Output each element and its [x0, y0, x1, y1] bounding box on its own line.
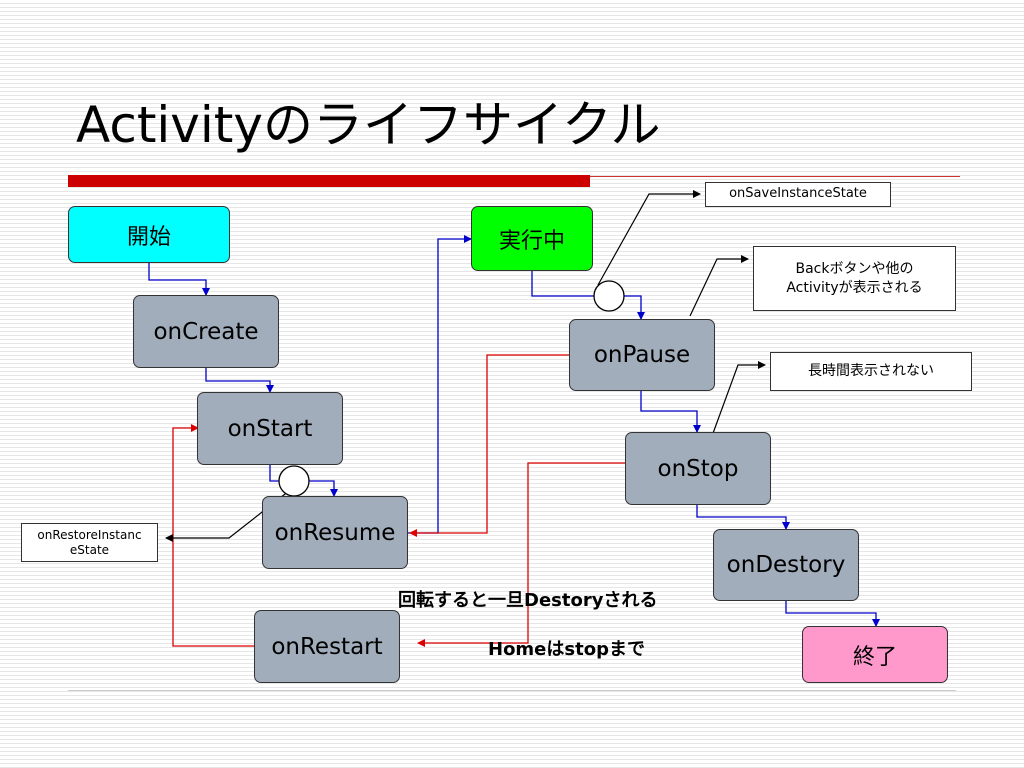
node-start: 開始 [68, 206, 230, 263]
node-end: 終了 [802, 626, 948, 683]
leader-not-visible [711, 361, 766, 437]
arrow-onpause-to-onstop [640, 391, 701, 433]
node-running: 実行中 [471, 206, 593, 271]
callout-restore-line2: eState [69, 542, 110, 557]
arrow-onpause-to-onresume [409, 354, 569, 537]
footer-rule [68, 690, 956, 691]
callout-back-button: Backボタンや他の Activityが表示される [753, 246, 956, 311]
node-oncreate: onCreate [133, 295, 279, 368]
callout-not-visible: 長時間表示されない [770, 352, 972, 391]
arrow-onstop-to-ondestroy [696, 505, 790, 530]
callout-back-button-line1: Backボタンや他の [795, 261, 914, 278]
node-onpause: onPause [569, 319, 715, 391]
leader-save-instance-state [597, 190, 701, 286]
junction-circle-pause [593, 280, 625, 312]
arrow-running-to-onpause [531, 271, 645, 320]
callout-back-button-line2: Activityが表示される [786, 279, 923, 296]
leader-back-button [689, 255, 749, 317]
arrow-onrestart-to-onstart [172, 424, 254, 647]
callout-save-instance-state: onSaveInstanceState [705, 182, 891, 207]
node-onresume: onResume [262, 496, 408, 569]
arrow-oncreate-to-onstart [205, 368, 274, 393]
slide-title: Activityのライフサイクル [76, 96, 661, 154]
arrow-onresume-to-running [408, 235, 472, 534]
junction-circle-resume [278, 465, 310, 497]
callout-save-instance-state-text: onSaveInstanceState [729, 186, 867, 202]
arrow-start-to-oncreate [148, 263, 210, 296]
callout-not-visible-text: 長時間表示されない [808, 363, 934, 380]
note-rotation: 回転すると一旦Destoryされる [398, 590, 658, 611]
arrow-onstop-to-onrestart [417, 462, 625, 647]
title-underline-bar [68, 175, 590, 187]
note-home: Homeはstopまで [488, 639, 645, 660]
node-onstart: onStart [197, 392, 343, 465]
arrow-ondestroy-to-end [785, 601, 880, 627]
callout-restore-instance-state: onRestoreInstanc eState [21, 523, 158, 562]
node-onrestart: onRestart [254, 610, 400, 683]
callout-restore-line1: onRestoreInstanc [37, 527, 142, 542]
title-underline-rule [590, 176, 960, 177]
node-onstop: onStop [625, 432, 771, 505]
node-ondestroy: onDestory [713, 529, 859, 601]
